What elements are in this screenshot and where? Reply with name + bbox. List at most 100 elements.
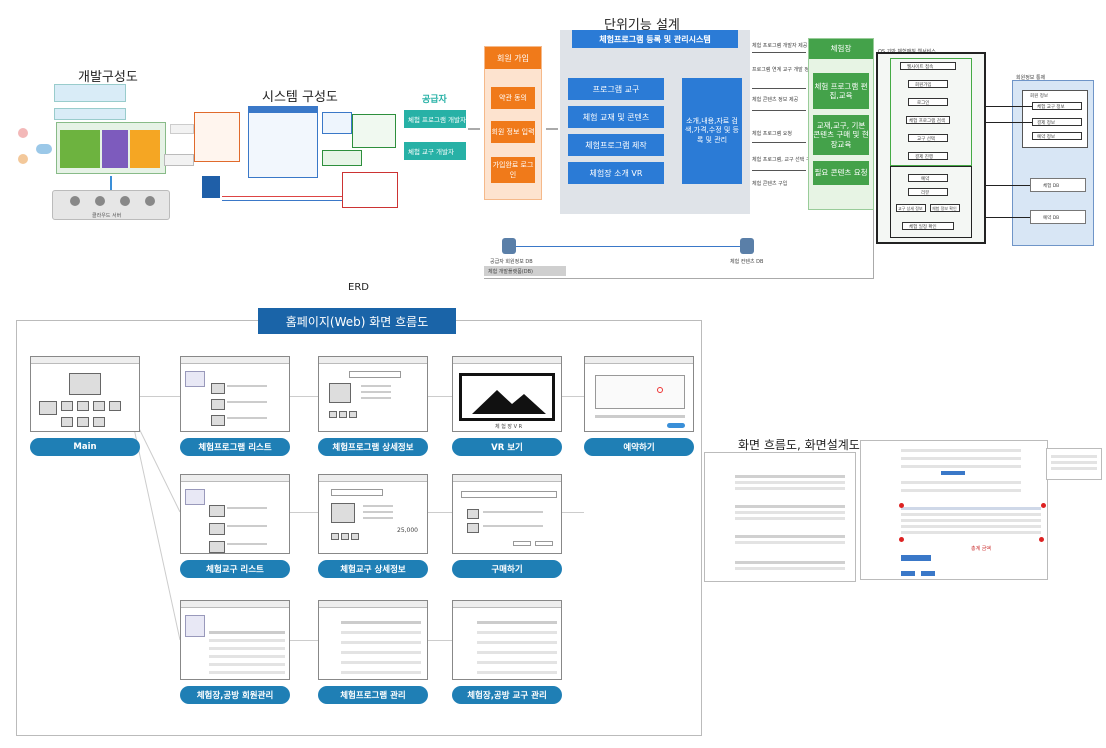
sys-right-box-1 xyxy=(322,112,352,134)
unit-item-4: 체험장 소개 VR xyxy=(568,162,664,184)
db-content-icon xyxy=(740,238,754,254)
red-marker-4 xyxy=(1039,537,1044,542)
label-main[interactable]: Main xyxy=(30,438,140,456)
cloud-label: 클라우드 서버 xyxy=(92,213,122,219)
label-reservation[interactable]: 예약하기 xyxy=(584,438,694,456)
row2-line xyxy=(284,512,584,513)
label-tool-detail[interactable]: 체험교구 상세정보 xyxy=(318,560,428,578)
supplier-dev: 체험 프로그램 개발자 xyxy=(404,110,466,128)
flow-step-4: 교구 선택 xyxy=(908,134,948,142)
label-purchase[interactable]: 구매하기 xyxy=(452,560,562,578)
dev-diagram: 클라우드 서버 xyxy=(14,82,194,232)
arrow-label-4: 체험 프로그램 요청 xyxy=(752,131,792,137)
sys-db-icon xyxy=(202,176,220,198)
flow-step-3: 체험 프로그램 검색 xyxy=(906,116,950,124)
dev-orange-box xyxy=(130,130,160,168)
unit-panel: 체험프로그램 등록 및 관리시스템 프로그램 교구 체험 교재 및 콘텐츠 체험… xyxy=(560,30,750,214)
vr-mountain-icon xyxy=(472,390,546,414)
member-header: 회원 가입 xyxy=(485,47,541,69)
flow-step-9: 체험 정보 확인 xyxy=(930,204,960,212)
arrow-label-2: 프로그램 연계 교구 개발 정보 제공 xyxy=(752,67,825,73)
arrow-label-1: 체험 프로그램 개발자 제공 xyxy=(752,43,808,49)
member-step-agree: 약관 동의 xyxy=(491,87,535,109)
wire-tool-list xyxy=(180,474,290,554)
flow-step-0: 웹사이트 접속 xyxy=(900,62,956,70)
main-thumb-7 xyxy=(77,417,89,427)
sys-line-blue xyxy=(222,200,342,201)
cloud-icons-row xyxy=(62,196,162,208)
user-icon-1 xyxy=(18,128,28,138)
right-item-box-3: 예약 정보 xyxy=(1032,132,1082,140)
screen-design-title: 화면 흐름도, 화면설계도 xyxy=(738,438,860,452)
flow-step-5: 결제 진행 xyxy=(908,152,948,160)
venue-column: 체험장 체험 프로그램 편집,교육 교재,교구, 기본 콘텐츠 구매 및 현장교… xyxy=(808,38,874,210)
label-member-mgmt[interactable]: 체험장,공방 회원관리 xyxy=(180,686,290,704)
right-connector-3 xyxy=(986,185,1030,186)
arrow-label-3: 체험 콘텐츠 정보 제공 xyxy=(752,97,799,103)
arrow-line-2 xyxy=(752,88,806,89)
web-flow-title-text: 홈페이지(Web) 화면 흐름도 xyxy=(285,314,429,329)
venue-header: 체험장 xyxy=(809,39,873,59)
main-thumb-row xyxy=(39,401,57,415)
member-step-login: 가입완료 로그인 xyxy=(491,157,535,183)
dev-top-panel-2 xyxy=(54,108,126,120)
label-program-list[interactable]: 체험프로그램 리스트 xyxy=(180,438,290,456)
db-supplier-label: 공급자 회원정보 DB xyxy=(490,259,533,265)
sys-right-box-3 xyxy=(322,150,362,166)
flow-step-6: 예약 xyxy=(908,174,948,182)
arrow-label-6: 체험 콘텐츠 구입 xyxy=(752,181,788,187)
wire-tool-detail: 25,000 xyxy=(318,474,428,554)
wire-program-list xyxy=(180,356,290,432)
right-item-0: 회원 정보 xyxy=(1030,94,1048,99)
tool-price: 25,000 xyxy=(397,527,418,534)
sys-main-box xyxy=(248,106,318,178)
db-supplier-sub: 체험 개발플랫폼(DB) xyxy=(488,269,533,275)
unit-item-2: 체험 교재 및 콘텐츠 xyxy=(568,106,664,128)
label-program-detail[interactable]: 체험프로그램 상세정보 xyxy=(318,438,428,456)
flow-step-8: 교구 상세 정보 xyxy=(896,204,926,212)
right-item-box-2: 결제 정보 xyxy=(1032,118,1082,126)
main-thumb-5 xyxy=(109,401,121,411)
main-thumb-6 xyxy=(61,417,73,427)
frame-line-bottom xyxy=(484,278,874,279)
wire-tool-mgmt xyxy=(452,600,562,680)
arrow-line-4 xyxy=(752,142,806,143)
member-step-info: 회원 정보 입력 xyxy=(491,121,535,143)
arrow-line-3 xyxy=(752,110,806,111)
right-connector-2 xyxy=(986,122,1032,123)
calendar xyxy=(595,375,685,409)
supplier-title: 공급자 xyxy=(422,95,447,105)
sys-left-box xyxy=(194,112,240,162)
user-icon-2 xyxy=(18,154,28,164)
dev-top-panel xyxy=(54,84,126,102)
main-thumb-3 xyxy=(77,401,89,411)
label-tool-list[interactable]: 체험교구 리스트 xyxy=(180,560,290,578)
unit-center: 소개,내용,자료 검색,가격,수정 및 등록 및 관리 xyxy=(682,78,742,184)
unit-title: 단위기능 설계 xyxy=(604,18,680,33)
main-banner xyxy=(69,373,101,395)
flowchart-bottom-frame xyxy=(890,166,972,238)
arrow-label-5: 체험 프로그램, 교구 선택 구입 xyxy=(752,157,816,163)
wire-reservation xyxy=(584,356,694,432)
client-logos xyxy=(170,124,194,134)
wire-main xyxy=(30,356,140,432)
label-vr[interactable]: VR 보기 xyxy=(452,438,562,456)
screen-design-side xyxy=(1046,448,1102,480)
dev-diagram-title: 개발구성도 xyxy=(78,70,138,85)
vr-screen xyxy=(459,373,555,421)
right-connector-4 xyxy=(986,217,1030,218)
unit-item-3: 체험프로그램 제작 xyxy=(568,134,664,156)
wire-program-detail xyxy=(318,356,428,432)
web-flow-title: 홈페이지(Web) 화면 흐름도 xyxy=(258,308,456,334)
sys-main-header xyxy=(248,106,318,113)
venue-item-3: 필요 콘텐츠 요청 xyxy=(813,161,869,185)
screen-total: 총계 금액 xyxy=(971,546,991,552)
reserve-btn xyxy=(667,423,685,428)
main-thumb-2 xyxy=(61,401,73,411)
label-program-mgmt[interactable]: 체험프로그램 관리 xyxy=(318,686,428,704)
right-item-box-1: 체험 교구 정보 xyxy=(1032,102,1082,110)
flow-step-1: 회원가입 xyxy=(908,80,948,88)
arrow-to-unit xyxy=(546,128,558,130)
wire-vr: 체 험 장 V R xyxy=(452,356,562,432)
label-tool-mgmt[interactable]: 체험장,공방 교구 관리 xyxy=(452,686,562,704)
